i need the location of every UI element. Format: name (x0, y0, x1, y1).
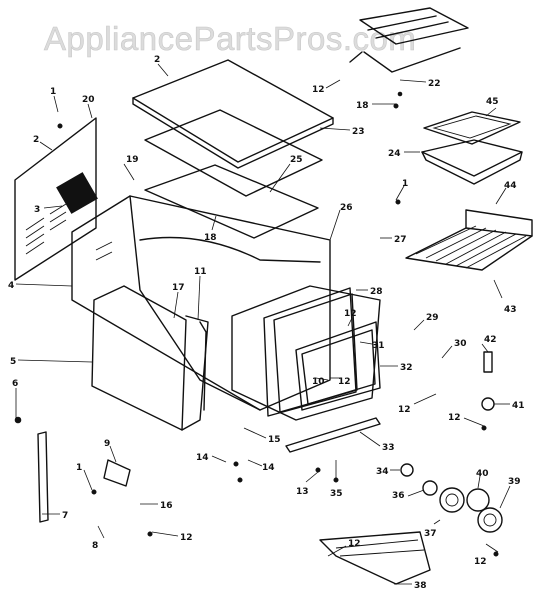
side-trim (181, 315, 209, 431)
callout-number: 45 (486, 97, 499, 107)
callout-number: 32 (400, 363, 413, 373)
kick-plate (285, 417, 381, 453)
knob-and-switch-parts (400, 351, 503, 533)
callout-number: 13 (296, 487, 309, 497)
callout-number: 36 (392, 491, 405, 501)
callout-number: 33 (382, 443, 395, 453)
callout-number: 1 (76, 463, 82, 473)
callout-number: 12 (474, 557, 487, 567)
callout-number: 7 (62, 511, 68, 521)
callout-number: 26 (340, 203, 353, 213)
callout-number: 31 (372, 341, 385, 351)
broil-element (349, 7, 469, 73)
callout-number: 18 (356, 101, 369, 111)
callout-number: 3 (34, 205, 40, 215)
cabinet-top (144, 164, 319, 239)
callout-number: 1 (50, 87, 56, 97)
fasteners (14, 91, 499, 557)
callout-number: 39 (508, 477, 521, 487)
callout-number: 6 (12, 379, 18, 389)
cabinet-body (71, 195, 331, 411)
front-panel (91, 285, 187, 431)
callout-number: 38 (414, 581, 427, 591)
callout-number: 27 (394, 235, 407, 245)
callout-number: 14 (262, 463, 275, 473)
callout-number: 16 (160, 501, 173, 511)
insulation-pad (144, 109, 323, 197)
callout-number: 12 (398, 405, 411, 415)
callout-number: 15 (268, 435, 281, 445)
oven-liner (231, 285, 381, 421)
callout-number: 43 (504, 305, 517, 315)
callout-number: 28 (370, 287, 383, 297)
callout-number: 14 (196, 453, 209, 463)
callout-number: 12 (344, 309, 357, 319)
callout-number: 22 (428, 79, 441, 89)
callout-number: 10 (312, 377, 325, 387)
callout-number: 24 (388, 149, 401, 159)
callout-number: 19 (126, 155, 139, 165)
callout-number: 2 (33, 135, 39, 145)
callout-number: 44 (504, 181, 517, 191)
oven-door-frames (263, 287, 381, 417)
callout-number: 25 (290, 155, 303, 165)
callout-number: 37 (424, 529, 437, 539)
watermark-text: AppliancePartsPros.com (44, 20, 416, 57)
top-panel (132, 59, 334, 169)
callout-numbers: 2 12 22 18 45 1 20 23 2 24 19 25 3 18 1 … (8, 55, 525, 591)
callout-number: 18 (204, 233, 217, 243)
callout-number: 30 (454, 339, 467, 349)
mounting-bracket (103, 459, 131, 487)
callout-number: 5 (10, 357, 16, 367)
callout-number: 12 (348, 539, 361, 549)
callout-number: 41 (512, 401, 525, 411)
callout-number: 8 (92, 541, 98, 551)
callout-number: 20 (82, 95, 95, 105)
callout-number: 12 (338, 377, 351, 387)
callout-number: 1 (402, 179, 408, 189)
callout-number: 35 (330, 489, 343, 499)
callout-number: 12 (180, 533, 193, 543)
left-side-panel (14, 117, 98, 281)
callout-number: 23 (352, 127, 365, 137)
callout-number: 4 (8, 281, 14, 291)
bake-element (319, 531, 431, 585)
callout-number: 34 (376, 467, 389, 477)
callout-number: 40 (476, 469, 489, 479)
oven-rack (405, 209, 533, 271)
broiler-pan-insert (421, 139, 523, 185)
side-rail (37, 431, 49, 523)
callout-number: 12 (312, 85, 325, 95)
callout-number: 2 (154, 55, 160, 65)
callout-number: 12 (448, 413, 461, 423)
callout-number: 42 (484, 335, 497, 345)
broiler-pan (423, 111, 521, 145)
callout-number: 29 (426, 313, 439, 323)
callout-number: 9 (104, 439, 110, 449)
callout-number: 17 (172, 283, 185, 293)
callout-number: 11 (194, 267, 207, 277)
